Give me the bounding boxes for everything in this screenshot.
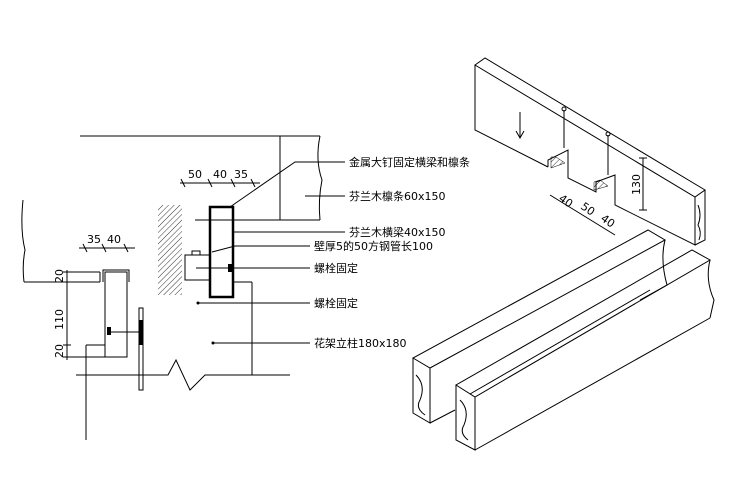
dim-20-bottom: 20 xyxy=(53,344,66,358)
dimension-line xyxy=(549,194,616,236)
bolt-head xyxy=(107,327,111,335)
tube-lip xyxy=(191,250,201,256)
tick xyxy=(123,243,129,253)
grain xyxy=(415,374,426,416)
arrow-down-icon xyxy=(515,130,525,140)
label-nail: 金属大钉固定横梁和檩条 xyxy=(349,155,470,169)
dim-40: 40 xyxy=(213,168,227,181)
ground-break xyxy=(140,358,290,391)
label-purlin: 芬兰木檩条60x150 xyxy=(349,189,446,203)
tick xyxy=(180,178,186,188)
leader-nail xyxy=(229,161,345,208)
beam2-break xyxy=(707,259,715,319)
label-beam: 芬兰木横梁40x150 xyxy=(349,225,446,239)
nail-head xyxy=(561,106,567,112)
tick xyxy=(250,178,256,188)
beam-section xyxy=(104,271,128,358)
beam2-end xyxy=(455,385,476,451)
break-line xyxy=(317,135,323,221)
plate-nut xyxy=(139,320,143,345)
beam2-edge xyxy=(469,289,651,395)
beam1-break xyxy=(639,239,668,301)
plate xyxy=(138,307,144,391)
leader-steel xyxy=(211,245,310,253)
purlin-end xyxy=(694,190,706,246)
break-line xyxy=(21,199,26,283)
tick xyxy=(207,178,213,188)
beam2-top xyxy=(455,249,712,398)
purlin-top-face xyxy=(474,57,706,198)
notch-hatch xyxy=(550,156,566,169)
steel-cap xyxy=(102,269,130,282)
purlin-front-left xyxy=(474,65,549,168)
leader-dot xyxy=(211,341,215,345)
dim-130: 130 xyxy=(630,174,643,195)
tick xyxy=(230,178,236,188)
section-view: 50 40 35 金属大钉固定横梁和檩条 芬兰木檩条60x150 芬兰木横梁40… xyxy=(80,135,470,391)
grain xyxy=(697,204,701,241)
dim-20-top: 20 xyxy=(53,269,66,283)
label-post: 花架立柱180x180 xyxy=(314,336,407,350)
dim-40-b: 40 xyxy=(598,212,617,231)
dim-40-a: 40 xyxy=(556,192,575,211)
wall-hatch xyxy=(158,205,182,295)
beam-section xyxy=(208,205,235,299)
dim-50: 50 xyxy=(578,200,597,219)
label-bolt-2: 螺栓固定 xyxy=(314,296,358,310)
notch-hatch xyxy=(593,179,609,191)
dim-110: 110 xyxy=(53,309,66,330)
side-view: 20 110 20 35 40 xyxy=(21,199,168,440)
label-bolt-1: 螺栓固定 xyxy=(314,261,358,275)
leader-dot xyxy=(196,301,200,305)
label-steel-tube: 壁厚5的50方钢管长100 xyxy=(314,239,433,253)
grain xyxy=(459,399,469,441)
nail-head xyxy=(605,131,611,137)
beam1-end xyxy=(412,358,431,424)
dim-35: 35 xyxy=(87,233,101,246)
tick xyxy=(82,243,88,253)
bolt-nut xyxy=(228,264,233,272)
tick xyxy=(101,243,107,253)
isometric-view: 130 40 50 40 xyxy=(411,57,715,451)
beam1-top xyxy=(411,229,667,369)
dim-40: 40 xyxy=(107,233,121,246)
dim-50: 50 xyxy=(188,168,202,181)
dim-35: 35 xyxy=(234,168,248,181)
beam1-bottom xyxy=(429,409,456,424)
beam2-bottom xyxy=(474,317,711,451)
